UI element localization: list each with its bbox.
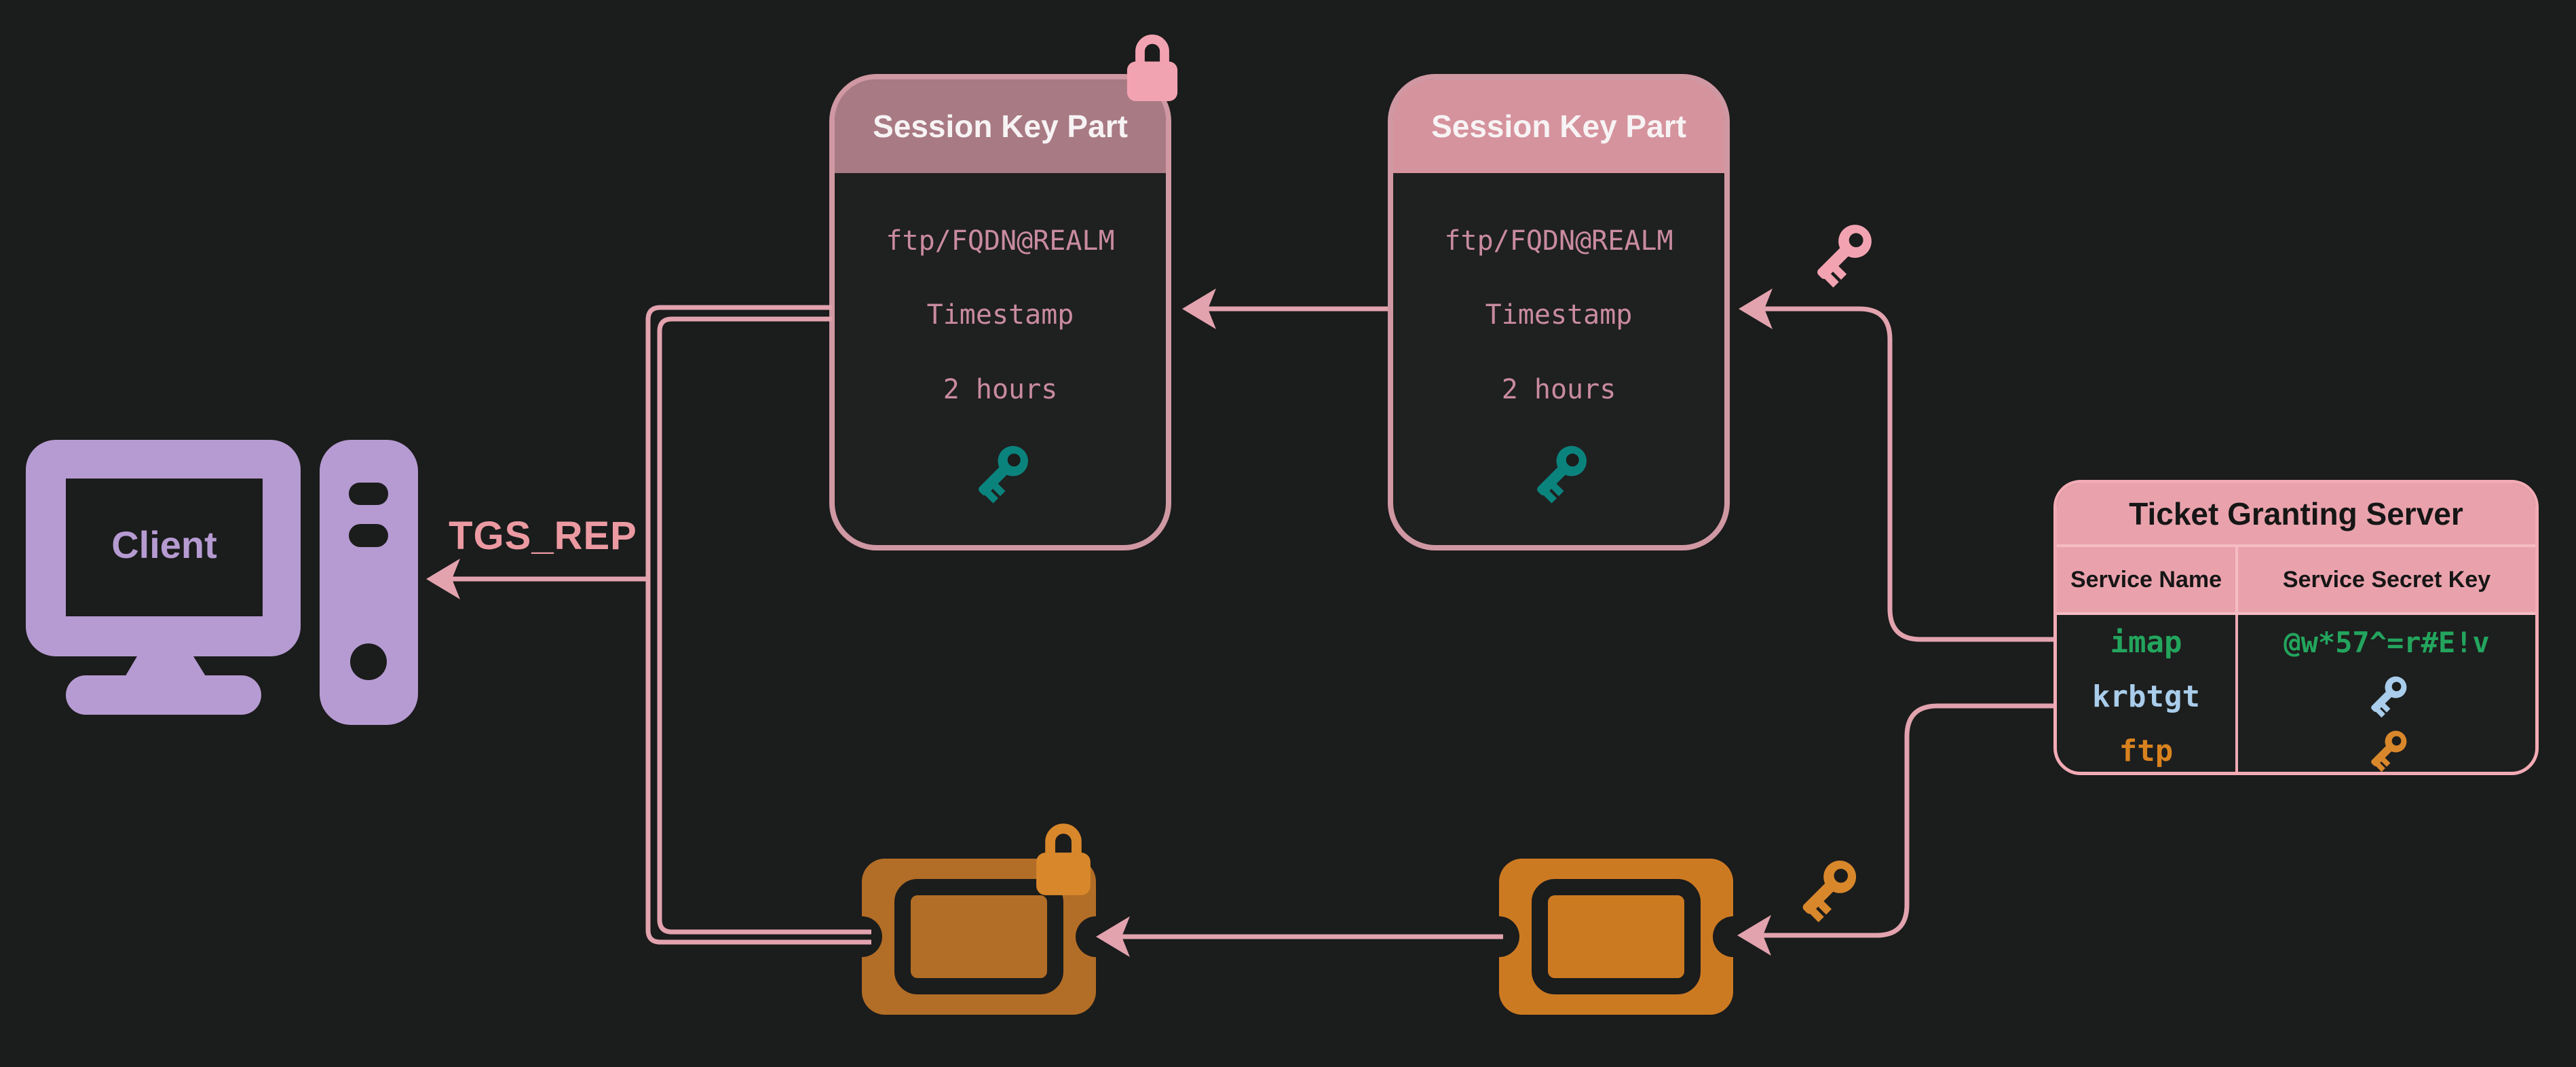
service-name-ftp: ftp [2057,724,2238,772]
session-key-part-left: Session Key Part ftp/FQDN@REALM Timestam… [829,74,1171,550]
table-row: imap @w*57^=r#E!v [2057,615,2535,669]
timestamp-text: Timestamp [926,299,1074,331]
service-name-imap: imap [2057,615,2238,669]
table-row: krbtgt [2057,669,2535,724]
key-icon [2361,671,2412,722]
key-icon [1802,216,1880,295]
tgs-column-headers: Service Name Service Secret Key [2057,547,2535,615]
table-row: ftp [2057,724,2535,775]
secret-key-ftp [2238,724,2535,775]
tgs-title: Ticket Granting Server [2057,483,2535,547]
session-key-icon [1523,438,1595,510]
service-principal-text: ftp/FQDN@REALM [886,225,1115,257]
lifetime-text: 2 hours [1501,374,1616,405]
client-label: Client [111,523,217,566]
lifetime-text: 2 hours [943,374,1058,405]
session-key-right-title: Session Key Part [1393,79,1724,173]
lock-icon [1025,813,1102,901]
service-name-krbtgt: krbtgt [2057,669,2238,724]
col-service-secret-key: Service Secret Key [2282,566,2491,593]
tgs-rep-label: TGS_REP [449,514,637,558]
lock-icon [1116,24,1188,107]
desktop-computer-icon [26,440,418,725]
session-key-left-title: Session Key Part [835,79,1166,173]
key-icon [1787,852,1865,929]
session-key-part-right: Session Key Part ftp/FQDN@REALM Timestam… [1388,74,1730,550]
arrowhead-to-ticket-left [1096,916,1130,957]
secret-key-imap: @w*57^=r#E!v [2284,625,2490,659]
arrowhead-to-box2 [1739,288,1773,329]
arrowhead-to-client [426,559,460,599]
ticket-icon [1499,859,1733,1015]
session-key-icon [964,438,1036,510]
tgs-body: imap @w*57^=r#E!v krbtgt ftp [2057,615,2535,775]
arrow-tgs-to-box2-line [1764,306,2053,642]
arrowhead-to-ticket-right [1737,915,1771,956]
ticket-granting-server-table: Ticket Granting Server Service Name Serv… [2053,480,2539,775]
service-principal-text: ftp/FQDN@REALM [1444,225,1673,257]
timestamp-text: Timestamp [1485,299,1633,331]
col-service-name: Service Name [2057,547,2238,612]
arrowhead-to-box1 [1182,288,1216,329]
key-icon [2361,725,2412,775]
secret-key-krbtgt [2238,669,2535,724]
